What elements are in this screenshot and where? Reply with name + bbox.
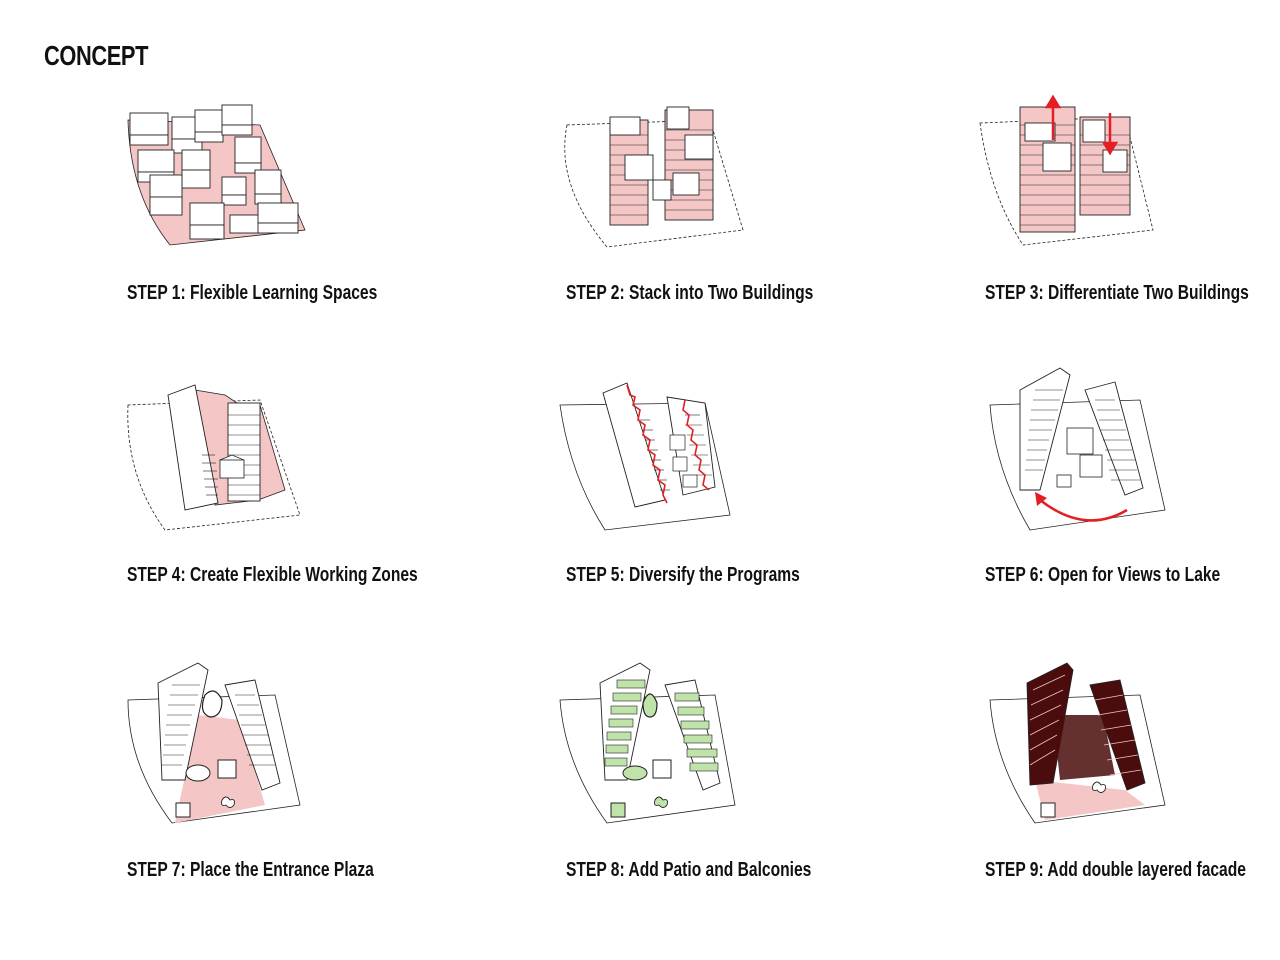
step-9-caption: STEP 9: Add double layered facade: [985, 859, 1246, 881]
step-3-caption: STEP 3: Differentiate Two Buildings: [985, 282, 1249, 304]
page-title: CONCEPT: [44, 40, 149, 71]
scattered-blocks-diagram-icon: [127, 104, 306, 246]
two-stacked-buildings-diagram-icon: [564, 106, 744, 248]
step-7-caption: STEP 7: Place the Entrance Plaza: [127, 859, 374, 881]
lake-views-diagram-icon: [989, 367, 1166, 531]
working-zones-diagram-icon: [127, 384, 301, 531]
step-6-caption: STEP 6: Open for Views to Lake: [985, 564, 1221, 586]
step-4-caption: STEP 4: Create Flexible Working Zones: [127, 564, 418, 586]
step-8-caption: STEP 8: Add Patio and Balconies: [566, 859, 812, 881]
diversified-programs-diagram-icon: [559, 382, 731, 531]
double-facade-diagram-icon: [989, 662, 1166, 824]
entrance-plaza-diagram-icon: [127, 662, 301, 824]
differentiated-buildings-diagram-icon: [979, 94, 1154, 246]
patio-balconies-diagram-icon: [559, 662, 736, 824]
step-5-caption: STEP 5: Diversify the Programs: [566, 564, 800, 586]
step-1-caption: STEP 1: Flexible Learning Spaces: [127, 282, 378, 304]
step-2-caption: STEP 2: Stack into Two Buildings: [566, 282, 814, 304]
